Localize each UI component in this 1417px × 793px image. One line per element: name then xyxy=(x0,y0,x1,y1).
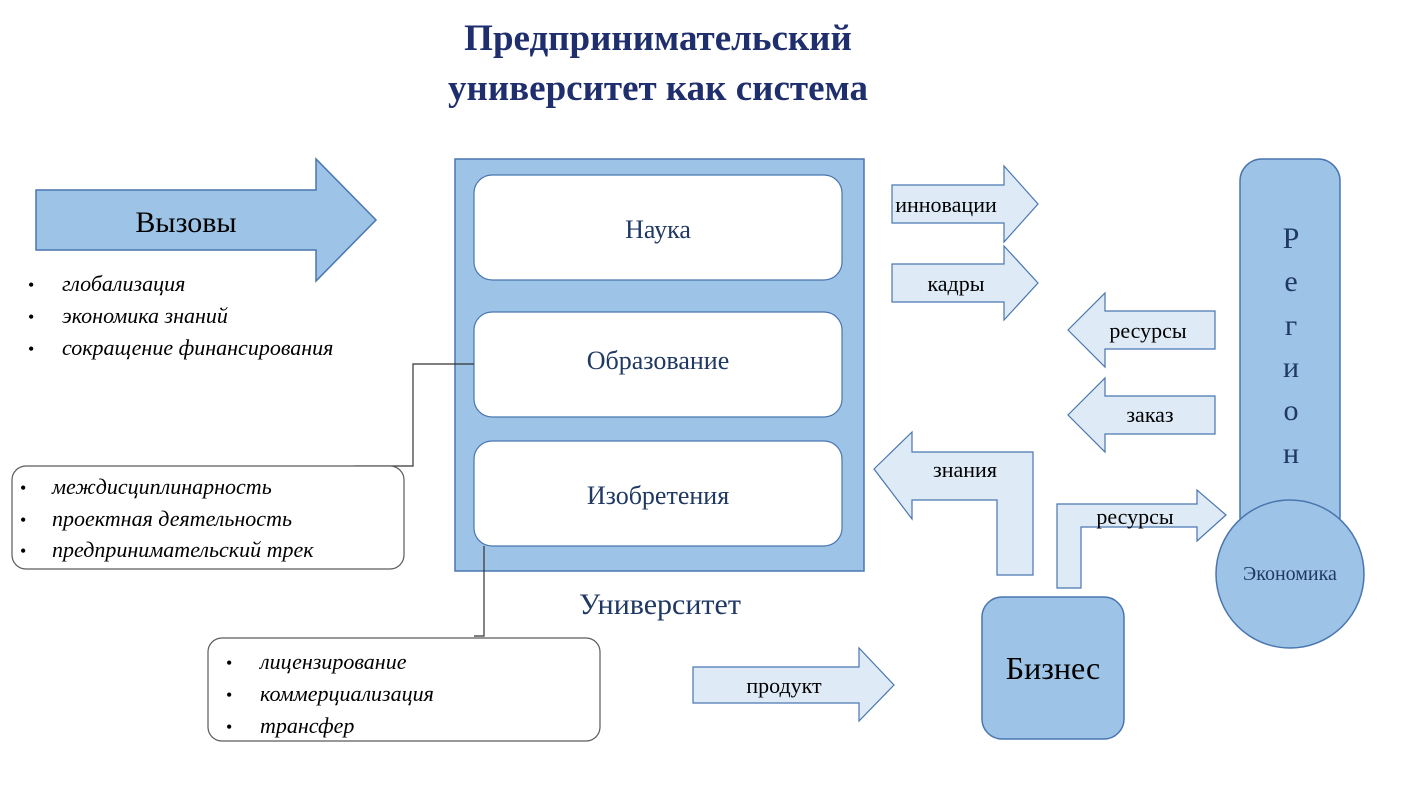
invention-note: лицензирование xyxy=(258,649,407,674)
bullet-glyph: • xyxy=(226,717,232,737)
education-note: междисциплинарность xyxy=(51,474,272,499)
bullet-glyph: • xyxy=(20,478,26,498)
challenge-item: глобализация xyxy=(62,271,185,296)
personnel-arrow: кадры xyxy=(891,244,1039,322)
business-resources-label: ресурсы xyxy=(1096,504,1174,529)
university-box: Наука Образование Изобретения xyxy=(454,158,865,572)
region-column: Р е г и о н xyxy=(1239,158,1341,540)
knowledge-arrow: знания xyxy=(873,430,1034,576)
challenges-list: • глобализация • экономика знаний • сокр… xyxy=(28,271,333,360)
personnel-label: кадры xyxy=(927,271,984,296)
education-note: предпринимательский трек xyxy=(52,537,314,562)
inventions-connector xyxy=(474,546,485,637)
title-line-2: университет как система xyxy=(448,68,868,109)
region-letter: н xyxy=(1283,437,1299,470)
region-letter: е xyxy=(1284,265,1297,298)
bullet-glyph: • xyxy=(20,541,26,561)
science-block xyxy=(473,174,843,281)
education-note: проектная деятельность xyxy=(52,506,292,531)
science-label: Наука xyxy=(625,215,691,244)
bullet-glyph: • xyxy=(226,653,232,673)
invention-notes-box: • лицензирование • коммерциализация • тр… xyxy=(207,637,601,742)
challenges-arrow: Вызовы xyxy=(35,157,378,283)
title-line-1: Предпринимательский xyxy=(464,18,852,59)
order-arrow: заказ xyxy=(1067,376,1216,454)
inventions-block xyxy=(473,440,843,547)
bullet-glyph: • xyxy=(28,339,34,359)
knowledge-label: знания xyxy=(933,457,997,482)
region-resources-label: ресурсы xyxy=(1109,318,1187,343)
challenges-label: Вызовы xyxy=(135,206,236,239)
order-label: заказ xyxy=(1126,402,1173,427)
region-letter: г xyxy=(1285,309,1297,342)
bullet-glyph: • xyxy=(28,275,34,295)
economy-circle: Экономика xyxy=(1215,499,1365,649)
business-label: Бизнес xyxy=(1006,650,1100,686)
bullet-glyph: • xyxy=(20,510,26,530)
invention-note: трансфер xyxy=(260,713,354,738)
region-letter: Р xyxy=(1283,222,1300,255)
region-resources-arrow: ресурсы xyxy=(1067,291,1216,369)
education-notes-box: • междисциплинарность • проектная деятел… xyxy=(11,465,405,570)
page-title: Предпринимательский университет как сист… xyxy=(358,14,958,114)
education-label: Образование xyxy=(587,346,730,375)
product-label: продукт xyxy=(746,673,822,698)
region-letter: и xyxy=(1283,351,1299,384)
bullet-glyph: • xyxy=(226,685,232,705)
region-letter: о xyxy=(1284,394,1299,427)
invention-note: коммерциализация xyxy=(260,681,434,706)
product-arrow: продукт xyxy=(692,646,895,723)
business-resources-arrow: ресурсы xyxy=(1056,488,1227,589)
challenge-item: экономика знаний xyxy=(62,303,228,328)
challenge-item: сокращение финансирования xyxy=(62,335,333,360)
inventions-label: Изобретения xyxy=(587,481,729,510)
university-label: Университет xyxy=(579,588,741,621)
business-box: Бизнес xyxy=(981,596,1125,740)
bullet-glyph: • xyxy=(28,307,34,327)
innovations-arrow: инновации xyxy=(891,164,1039,244)
economy-label: Экономика xyxy=(1243,563,1337,585)
innovations-label: инновации xyxy=(895,192,997,217)
